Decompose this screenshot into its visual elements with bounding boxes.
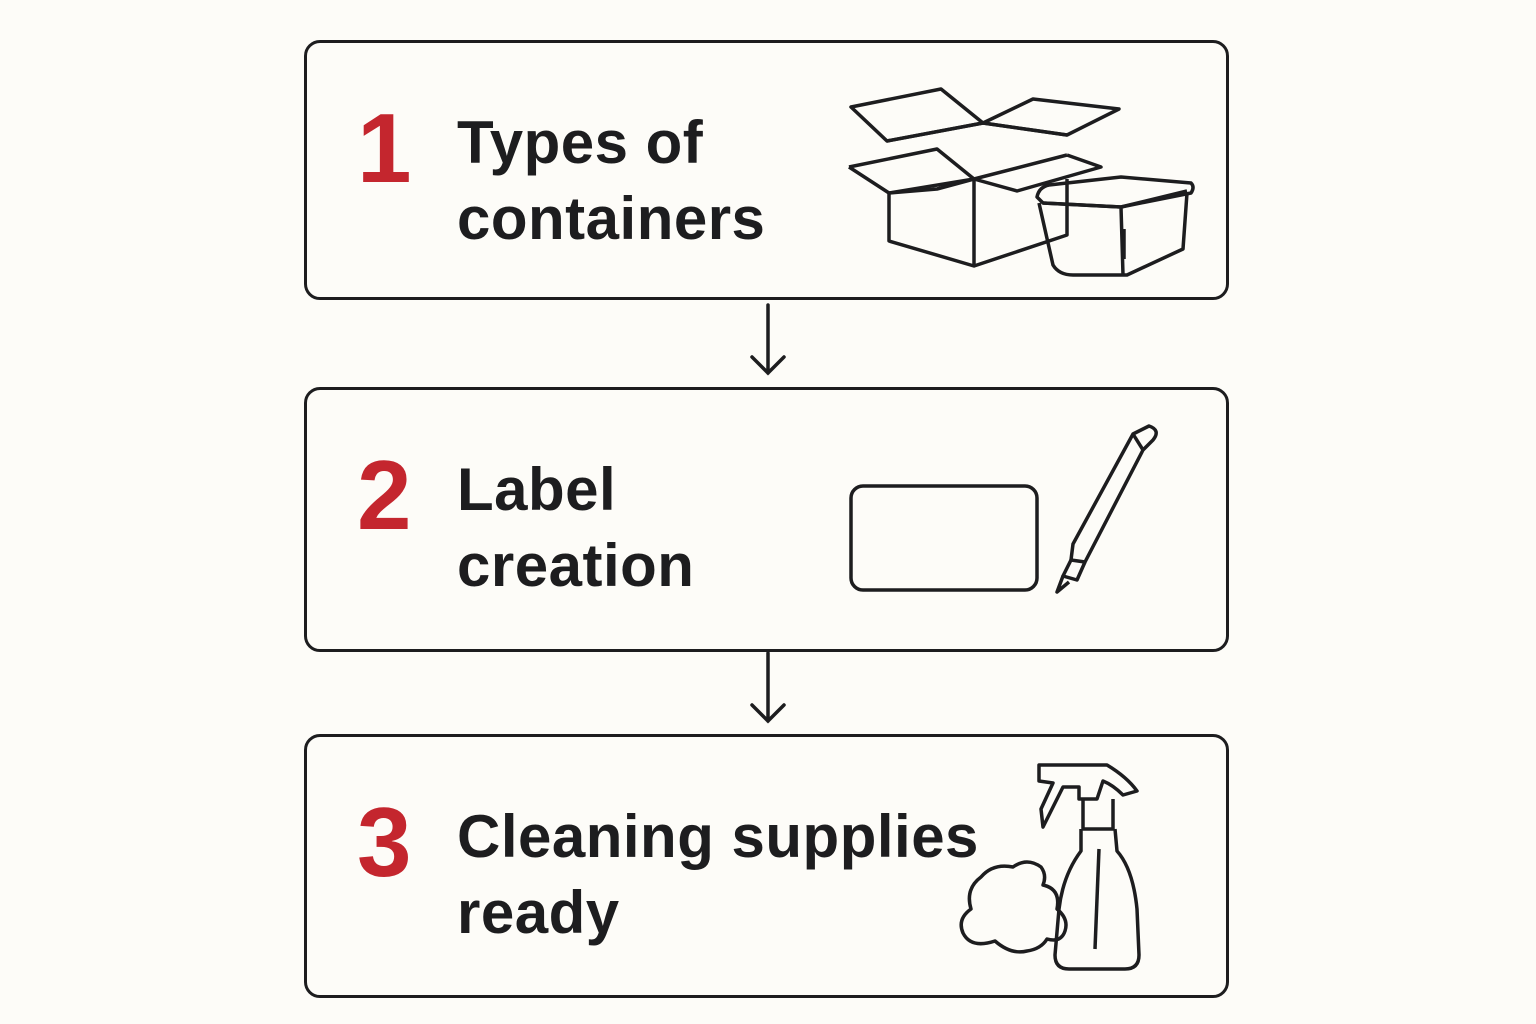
- arrow-down-icon: [750, 651, 786, 724]
- spray-bottle-and-cloth-icon: [959, 763, 1141, 971]
- arrow-down-icon: [750, 303, 786, 376]
- step-number: 3: [357, 787, 412, 897]
- boxes-icon: [848, 87, 1195, 277]
- step-number: 1: [357, 93, 412, 203]
- label-and-marker-icon: [849, 424, 1158, 594]
- step-number: 2: [357, 440, 412, 550]
